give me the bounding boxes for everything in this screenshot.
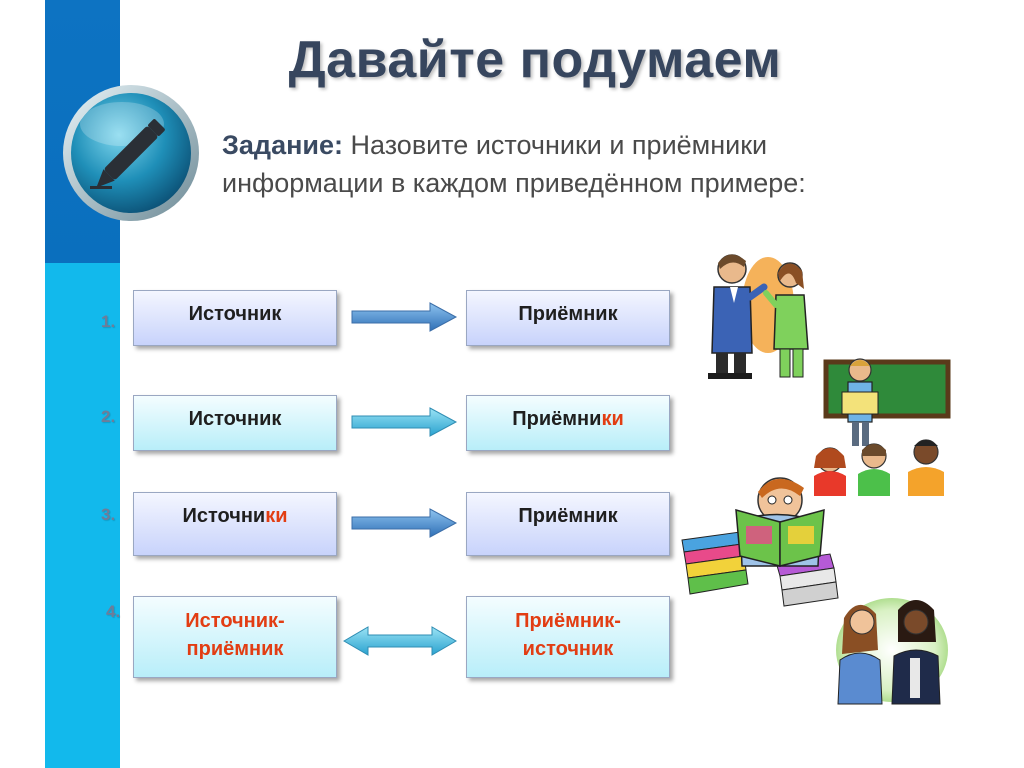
source-receiver-box-4: Источник- приёмник: [133, 596, 337, 678]
source-box-1: Источник: [133, 290, 337, 346]
arrow-right-icon: [351, 302, 458, 332]
receiver-suffix-2: ки: [601, 408, 624, 430]
task-label: Задание:: [222, 130, 343, 160]
source-receiver-line2: приёмник: [186, 638, 284, 660]
pencil-icon: [63, 85, 199, 221]
double-arrow-icon: [343, 626, 457, 656]
receiver-label-2: Приёмни: [512, 408, 602, 430]
receiver-box-1: Приёмник: [466, 290, 670, 346]
task-line1: Назовите источники и приёмники: [350, 130, 768, 160]
row-number-3: 3.: [101, 505, 116, 524]
receiver-source-box-4: Приёмник- источник: [466, 596, 670, 678]
source-label-2: Источник: [188, 408, 282, 430]
source-label-3: Источни: [182, 505, 266, 527]
row-number-4: 4.: [106, 602, 121, 621]
source-suffix-3: ки: [265, 505, 288, 527]
receiver-source-line2: источник: [522, 638, 614, 660]
row-number-2: 2.: [101, 407, 116, 426]
receiver-label-1: Приёмник: [518, 303, 618, 325]
row-number-1: 1.: [101, 312, 116, 331]
page-title: Давайте подумаем: [288, 31, 782, 89]
source-label-1: Источник: [188, 303, 282, 325]
source-receiver-line1: Источник-: [185, 610, 285, 632]
receiver-source-line1: Приёмник-: [515, 610, 621, 632]
sidebar-light-stripe: [45, 263, 120, 768]
task-line2: информации в каждом приведённом примере:: [222, 168, 806, 198]
receiver-label-3: Приёмник: [518, 505, 618, 527]
teacher-and-pupils-icon: [814, 358, 951, 496]
receiver-box-3: Приёмник: [466, 492, 670, 556]
source-box-2: Источник: [133, 395, 337, 451]
source-box-3: Источники: [133, 492, 337, 556]
task-text: Задание: Назовите источники и приёмники …: [222, 126, 942, 202]
arrow-right-icon: [351, 407, 458, 437]
two-girls-talking-icon: [836, 598, 948, 705]
arrow-right-icon: [351, 508, 458, 538]
boy-reading-books-icon: [681, 477, 839, 607]
receiver-box-2: Приёмники: [466, 395, 670, 451]
two-people-talking-icon: [708, 254, 809, 379]
